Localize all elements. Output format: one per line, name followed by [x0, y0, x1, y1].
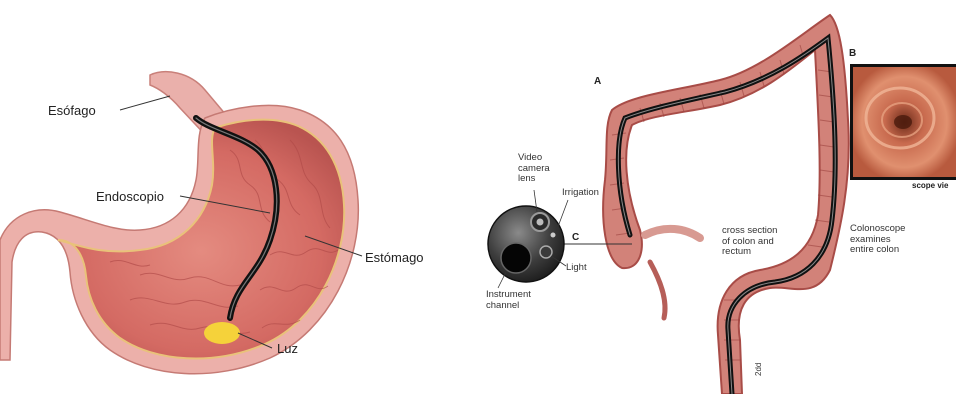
scope-view-photo [850, 64, 956, 180]
light-port-icon [540, 246, 552, 258]
light-port-label: Light [566, 263, 587, 274]
light-spot [204, 322, 240, 344]
video-camera-lens-label: Video camera lens [518, 153, 550, 185]
cross-section-label: cross section of colon and rectum [722, 226, 777, 258]
instrument-channel-label: Instrument channel [486, 290, 531, 311]
stomach-label: Estómago [365, 251, 424, 265]
panel-b-label: B [849, 48, 856, 59]
panel-c-label: C [572, 232, 579, 243]
light-label: Luz [277, 342, 298, 356]
esophagus-leader [120, 96, 170, 110]
scope-tip-face [488, 206, 564, 282]
endoscope-label: Endoscopio [96, 190, 164, 204]
colonoscope-note-label: Colonoscope examines entire colon [850, 224, 905, 256]
instrument-channel-hole [501, 243, 531, 273]
scope-view-caption: scope vie [912, 181, 948, 190]
colon-diagram [603, 15, 849, 394]
irrigation-port-icon [551, 233, 556, 238]
irrigation-label: Irrigation [562, 188, 599, 199]
panel-a-label: A [594, 76, 601, 87]
ileum-stub [645, 229, 700, 238]
vertical-code-label: 2dd [754, 363, 763, 376]
esophagus-label: Esófago [48, 104, 96, 118]
appendix [650, 262, 665, 318]
